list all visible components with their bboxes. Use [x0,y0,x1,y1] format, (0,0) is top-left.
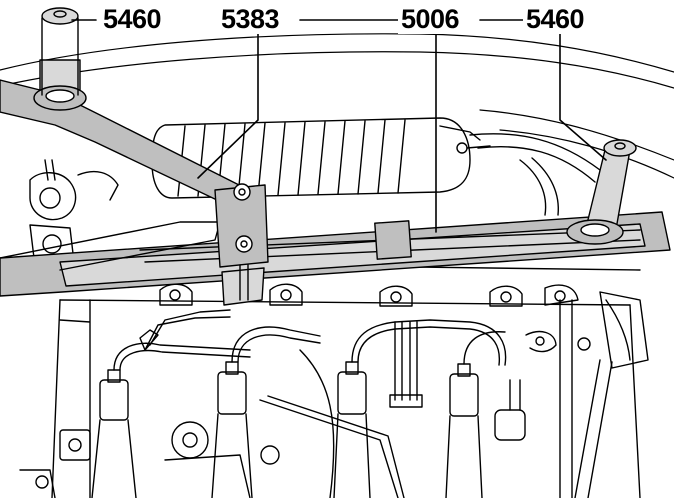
hood-outline [0,33,674,179]
callout-bar-5006: 5006 [398,4,463,34]
injectors [91,361,483,498]
callout-left-support-5460: 5460 [100,4,165,34]
cylinder-head [39,261,641,498]
tool-left-support-5460 [0,7,246,211]
left-bracket [29,159,119,263]
fuel-lines [113,309,507,498]
tool-clamp-5383 [214,183,269,306]
hoses-right [469,133,601,216]
lower-left-detail [19,421,280,498]
callout-clamp-5383: 5383 [218,4,283,34]
callout-right-support-5460: 5460 [523,4,588,34]
lower-right-detail [494,291,649,498]
tool-bar-5006 [0,211,671,297]
leader-lines [71,19,607,233]
tool-right-support-5460 [566,139,637,245]
